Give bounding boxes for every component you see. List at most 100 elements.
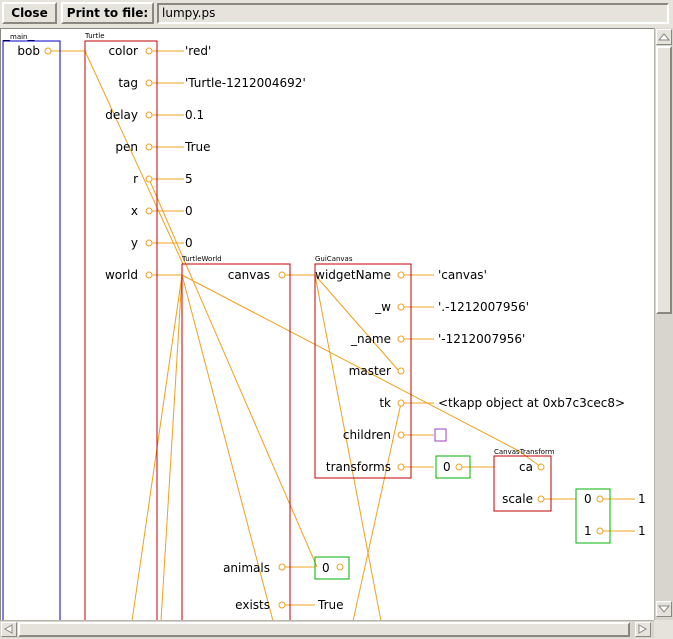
field-y-key: y bbox=[131, 236, 138, 250]
field-x-key: x bbox=[131, 204, 138, 218]
scroll-down-button[interactable] bbox=[656, 601, 672, 617]
field-bob-key: bob bbox=[17, 44, 40, 58]
arrow-up-icon bbox=[657, 33, 671, 41]
turtleworld-object-label: TurtleWorld bbox=[181, 255, 222, 263]
dot-bob bbox=[44, 47, 52, 55]
wire-gui-down-a bbox=[314, 274, 382, 620]
field-color-value: 'red' bbox=[185, 44, 211, 58]
turtle-object-box bbox=[84, 40, 158, 620]
arrow-right-icon bbox=[638, 624, 648, 634]
dot-r bbox=[145, 175, 153, 183]
close-button[interactable]: Close bbox=[2, 2, 57, 24]
field-x-value: 0 bbox=[185, 204, 193, 218]
animals-list-index-0: 0 bbox=[322, 561, 330, 575]
field-canvas-key: canvas bbox=[228, 268, 270, 282]
main-frame-box bbox=[2, 40, 61, 620]
dot-w bbox=[397, 303, 405, 311]
reference-wires bbox=[48, 50, 635, 620]
dot-delay bbox=[145, 111, 153, 119]
field-name-key: _name bbox=[350, 332, 391, 346]
dot-canvas bbox=[278, 271, 286, 279]
field-name-value: '-1212007956' bbox=[438, 332, 525, 346]
dot-scale-1 bbox=[596, 527, 604, 535]
field-r-value: 5 bbox=[185, 172, 193, 186]
field-master-key: master bbox=[349, 364, 391, 378]
wire-gui-master bbox=[314, 274, 400, 372]
scale-list-index-1: 1 bbox=[584, 524, 592, 538]
field-scale-key: scale bbox=[502, 492, 533, 506]
wire-tk-down bbox=[352, 402, 402, 620]
main-frame-label: __main__ bbox=[2, 33, 35, 41]
dot-animals bbox=[278, 563, 286, 571]
horizontal-scroll-thumb[interactable] bbox=[18, 622, 630, 637]
scroll-right-button[interactable] bbox=[635, 622, 651, 637]
dot-children bbox=[397, 431, 405, 439]
horizontal-scrollbar[interactable] bbox=[0, 620, 654, 638]
dot-widgetname bbox=[397, 271, 405, 279]
scroll-up-button[interactable] bbox=[656, 29, 672, 45]
guicanvas-object-box bbox=[314, 263, 412, 479]
dot-scale bbox=[537, 495, 545, 503]
dot-exists bbox=[278, 601, 286, 609]
dot-color bbox=[145, 47, 153, 55]
dot-x bbox=[145, 207, 153, 215]
toolbar: Close Print to file: lumpy.ps bbox=[0, 0, 673, 28]
dot-tag bbox=[145, 79, 153, 87]
dot-pen bbox=[145, 143, 153, 151]
dot-transforms-item bbox=[455, 463, 463, 471]
dot-y bbox=[145, 239, 153, 247]
scale-list-box bbox=[575, 488, 611, 544]
dot-animals-item bbox=[336, 563, 344, 571]
dot-transforms bbox=[397, 463, 405, 471]
transforms-list-box bbox=[435, 455, 471, 479]
field-tk-key: tk bbox=[379, 396, 391, 410]
arrow-down-icon bbox=[657, 605, 671, 613]
scale-list-value-1: 1 bbox=[638, 524, 646, 538]
dot-tk bbox=[397, 399, 405, 407]
children-set-box bbox=[434, 428, 447, 442]
canvastransform-object-label: CanvasTransform bbox=[494, 448, 555, 456]
wire-world-to-transform bbox=[181, 274, 520, 452]
guicanvas-object-label: GuiCanvas bbox=[315, 255, 353, 263]
turtleworld-object-box bbox=[181, 263, 291, 620]
wire-bob-to-turtle bbox=[84, 50, 184, 265]
field-color-key: color bbox=[108, 44, 138, 58]
dot-world bbox=[145, 271, 153, 279]
wire-ca bbox=[518, 450, 542, 468]
arrow-left-icon bbox=[3, 624, 13, 634]
wire-world-down-c bbox=[181, 274, 274, 620]
field-world-key: world bbox=[105, 268, 138, 282]
scroll-left-button[interactable] bbox=[1, 622, 17, 637]
field-delay-value: 0.1 bbox=[185, 108, 204, 122]
field-exists-value: True bbox=[317, 598, 344, 612]
vertical-scroll-thumb[interactable] bbox=[656, 46, 672, 314]
field-tk-value: <tkapp object at 0xb7c3cec8> bbox=[438, 396, 625, 410]
field-r-key: r bbox=[133, 172, 138, 186]
field-w-key: _w bbox=[374, 300, 391, 314]
dot-ca bbox=[537, 463, 545, 471]
field-transforms-key: transforms bbox=[326, 460, 391, 474]
turtle-object-label: Turtle bbox=[84, 32, 105, 40]
dot-scale-0 bbox=[596, 495, 604, 503]
filename-input[interactable]: lumpy.ps bbox=[157, 3, 669, 24]
field-pen-value: True bbox=[184, 140, 211, 154]
field-children-key: children bbox=[343, 428, 391, 442]
scale-list-index-0: 0 bbox=[584, 492, 592, 506]
field-tag-key: tag bbox=[118, 76, 138, 90]
vertical-scrollbar[interactable] bbox=[654, 28, 673, 620]
canvastransform-object-box bbox=[493, 455, 552, 512]
field-delay-key: delay bbox=[105, 108, 138, 122]
field-exists-key: exists bbox=[235, 598, 270, 612]
field-ca-key: ca bbox=[519, 460, 533, 474]
wire-world-down-b bbox=[160, 274, 183, 620]
field-tag-value: 'Turtle-1212004692' bbox=[185, 76, 306, 90]
wire-r-long bbox=[148, 178, 318, 568]
object-diagram: __main__ bob Turtle color tag delay pen … bbox=[2, 32, 646, 620]
animals-list-box bbox=[314, 556, 350, 580]
diagram-canvas: __main__ bob Turtle color tag delay pen … bbox=[0, 28, 654, 620]
scrollbar-corner bbox=[654, 620, 673, 638]
field-widgetname-key: widgetName bbox=[315, 268, 391, 282]
field-widgetname-value: 'canvas' bbox=[438, 268, 487, 282]
field-pen-key: pen bbox=[115, 140, 138, 154]
print-to-file-button[interactable]: Print to file: bbox=[61, 2, 154, 24]
